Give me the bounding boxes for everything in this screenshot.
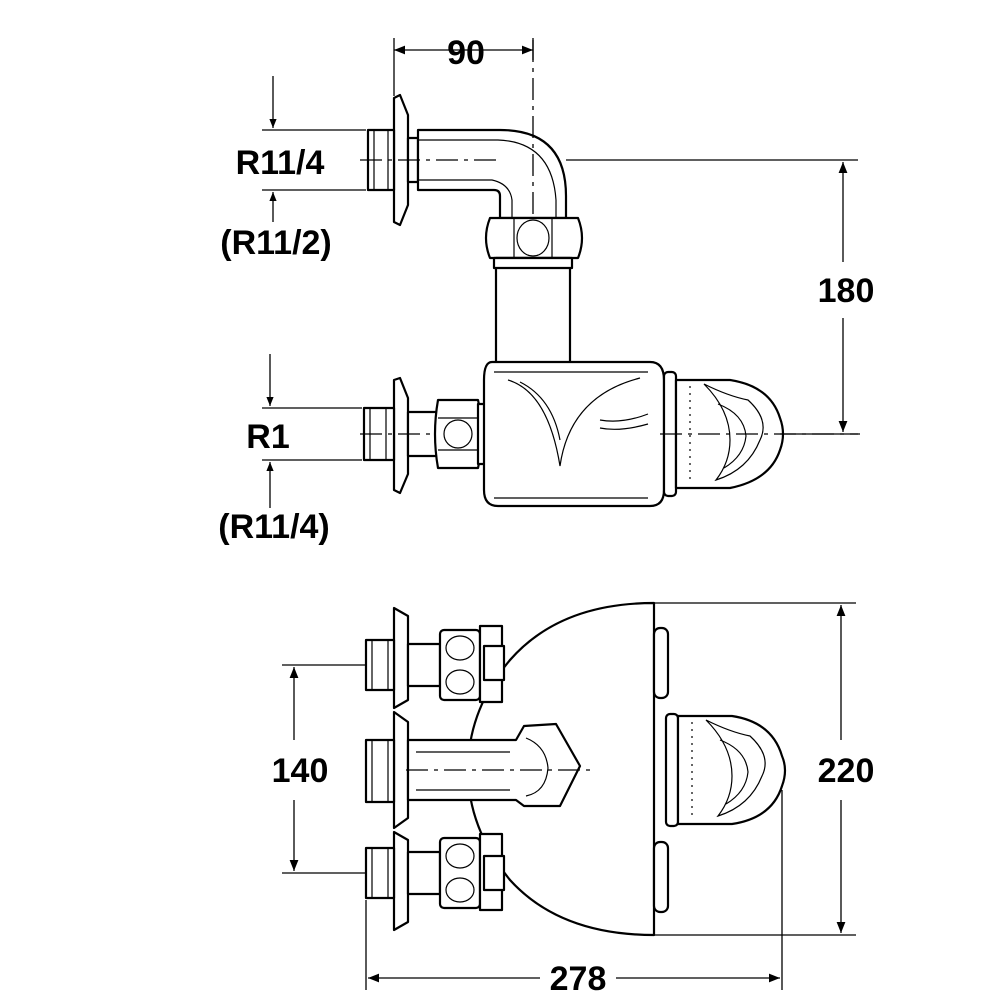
label-top-pipe-thread-alt: (R11/2): [220, 224, 332, 262]
label-inlet-thread: R1: [246, 418, 289, 456]
dim-height: 180: [818, 272, 875, 310]
dim-depth: 220: [818, 752, 875, 790]
dim-offset-width: 90: [447, 34, 485, 72]
flange-lower: [392, 830, 410, 932]
top-view: [364, 601, 787, 937]
middle-connector: [364, 738, 396, 804]
lower-hex-nut: [438, 836, 482, 910]
side-view: [360, 40, 860, 508]
dimension-lines: [262, 38, 858, 990]
elbow-pipe: [416, 128, 568, 220]
upper-inlet-connector: [364, 638, 396, 692]
lower-inlet-connector: [364, 846, 396, 900]
mixer-body: [482, 360, 666, 508]
inlet-hex-nut: [433, 398, 484, 470]
label-top-pipe-thread: R11/4: [236, 144, 325, 182]
flange-middle: [392, 710, 410, 830]
upper-hex-nut: [438, 628, 482, 702]
lower-wall-flange: [392, 376, 410, 495]
label-inlet-thread-alt: (R11/4): [218, 508, 330, 546]
riser-tube: [494, 256, 572, 368]
flange-upper: [392, 606, 410, 710]
dim-inlet-spacing: 140: [272, 752, 329, 790]
union-nut: [484, 216, 584, 260]
dim-total-width: 278: [550, 960, 607, 998]
